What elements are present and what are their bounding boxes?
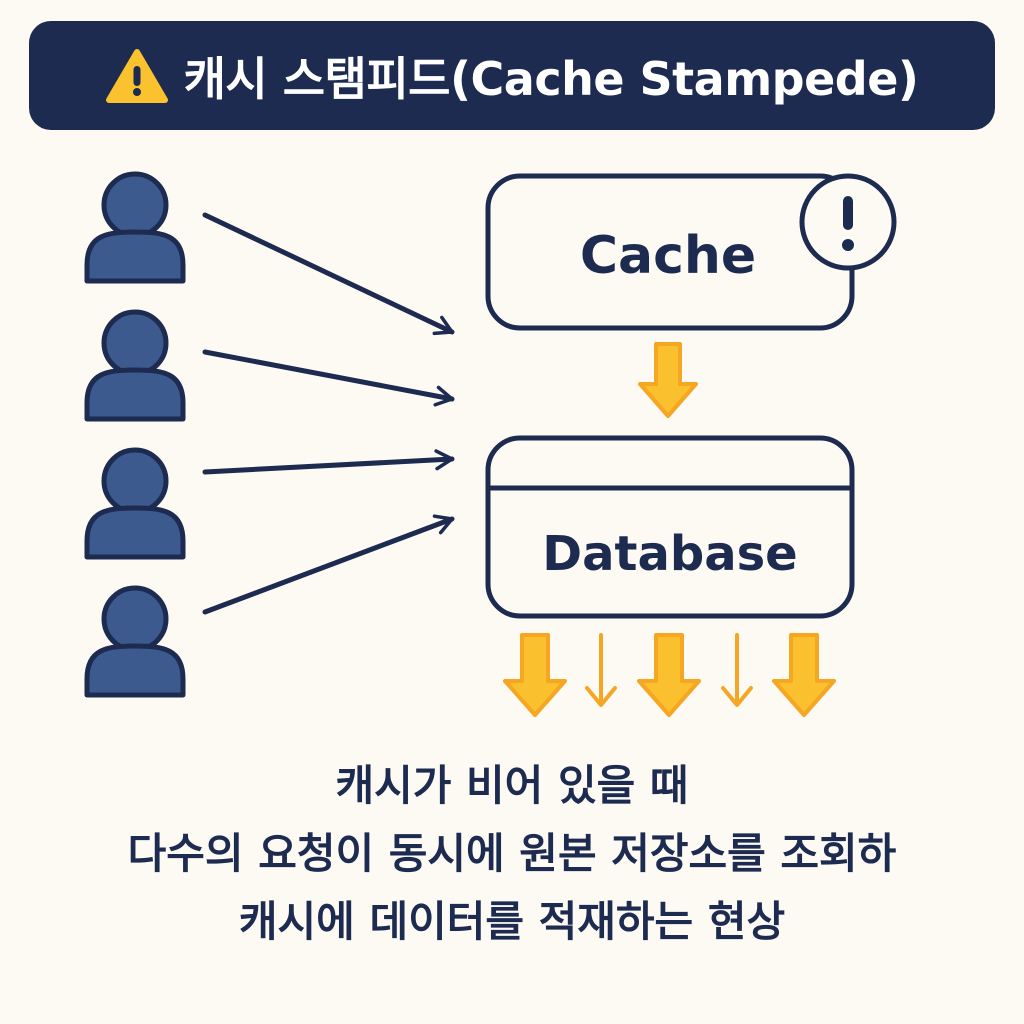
database-box: Database bbox=[485, 435, 855, 619]
warning-icon bbox=[105, 48, 168, 103]
caption-line-3: 캐시에 데이터를 적재하는 현상 bbox=[238, 897, 786, 946]
page-title: 캐시 스탬피드(Cache Stampede) bbox=[183, 51, 919, 106]
user-icon-3 bbox=[84, 447, 186, 560]
cache-box: Cache bbox=[485, 173, 897, 331]
database-label: Database bbox=[542, 526, 797, 582]
user-icon-2 bbox=[84, 309, 186, 422]
cache-to-db-arrow bbox=[638, 342, 698, 418]
db-load-arrow-1 bbox=[503, 633, 567, 717]
user-icon-1 bbox=[84, 171, 186, 284]
db-load-arrow-3 bbox=[772, 633, 836, 717]
request-arrow-1 bbox=[202, 212, 455, 336]
request-arrow-3 bbox=[202, 449, 455, 475]
caption-line-1: 캐시가 비어 있을 때 bbox=[335, 761, 689, 810]
caption-line-2: 다수의 요청이 동시에 원본 저장소를 조회하 bbox=[127, 829, 897, 878]
db-load-arrow-thin-2 bbox=[721, 633, 753, 707]
db-load-arrow-2 bbox=[637, 633, 701, 717]
cache-label: Cache bbox=[580, 226, 756, 286]
title-bar: 캐시 스탬피드(Cache Stampede) bbox=[29, 21, 995, 130]
caption: 캐시가 비어 있을 때 다수의 요청이 동시에 원본 저장소를 조회하 캐시에 … bbox=[0, 752, 1024, 956]
request-arrow-4 bbox=[202, 514, 455, 615]
db-load-arrow-thin-1 bbox=[585, 633, 617, 707]
user-icon-4 bbox=[84, 585, 186, 698]
request-arrow-2 bbox=[202, 349, 455, 407]
exclamation-icon bbox=[799, 173, 897, 271]
